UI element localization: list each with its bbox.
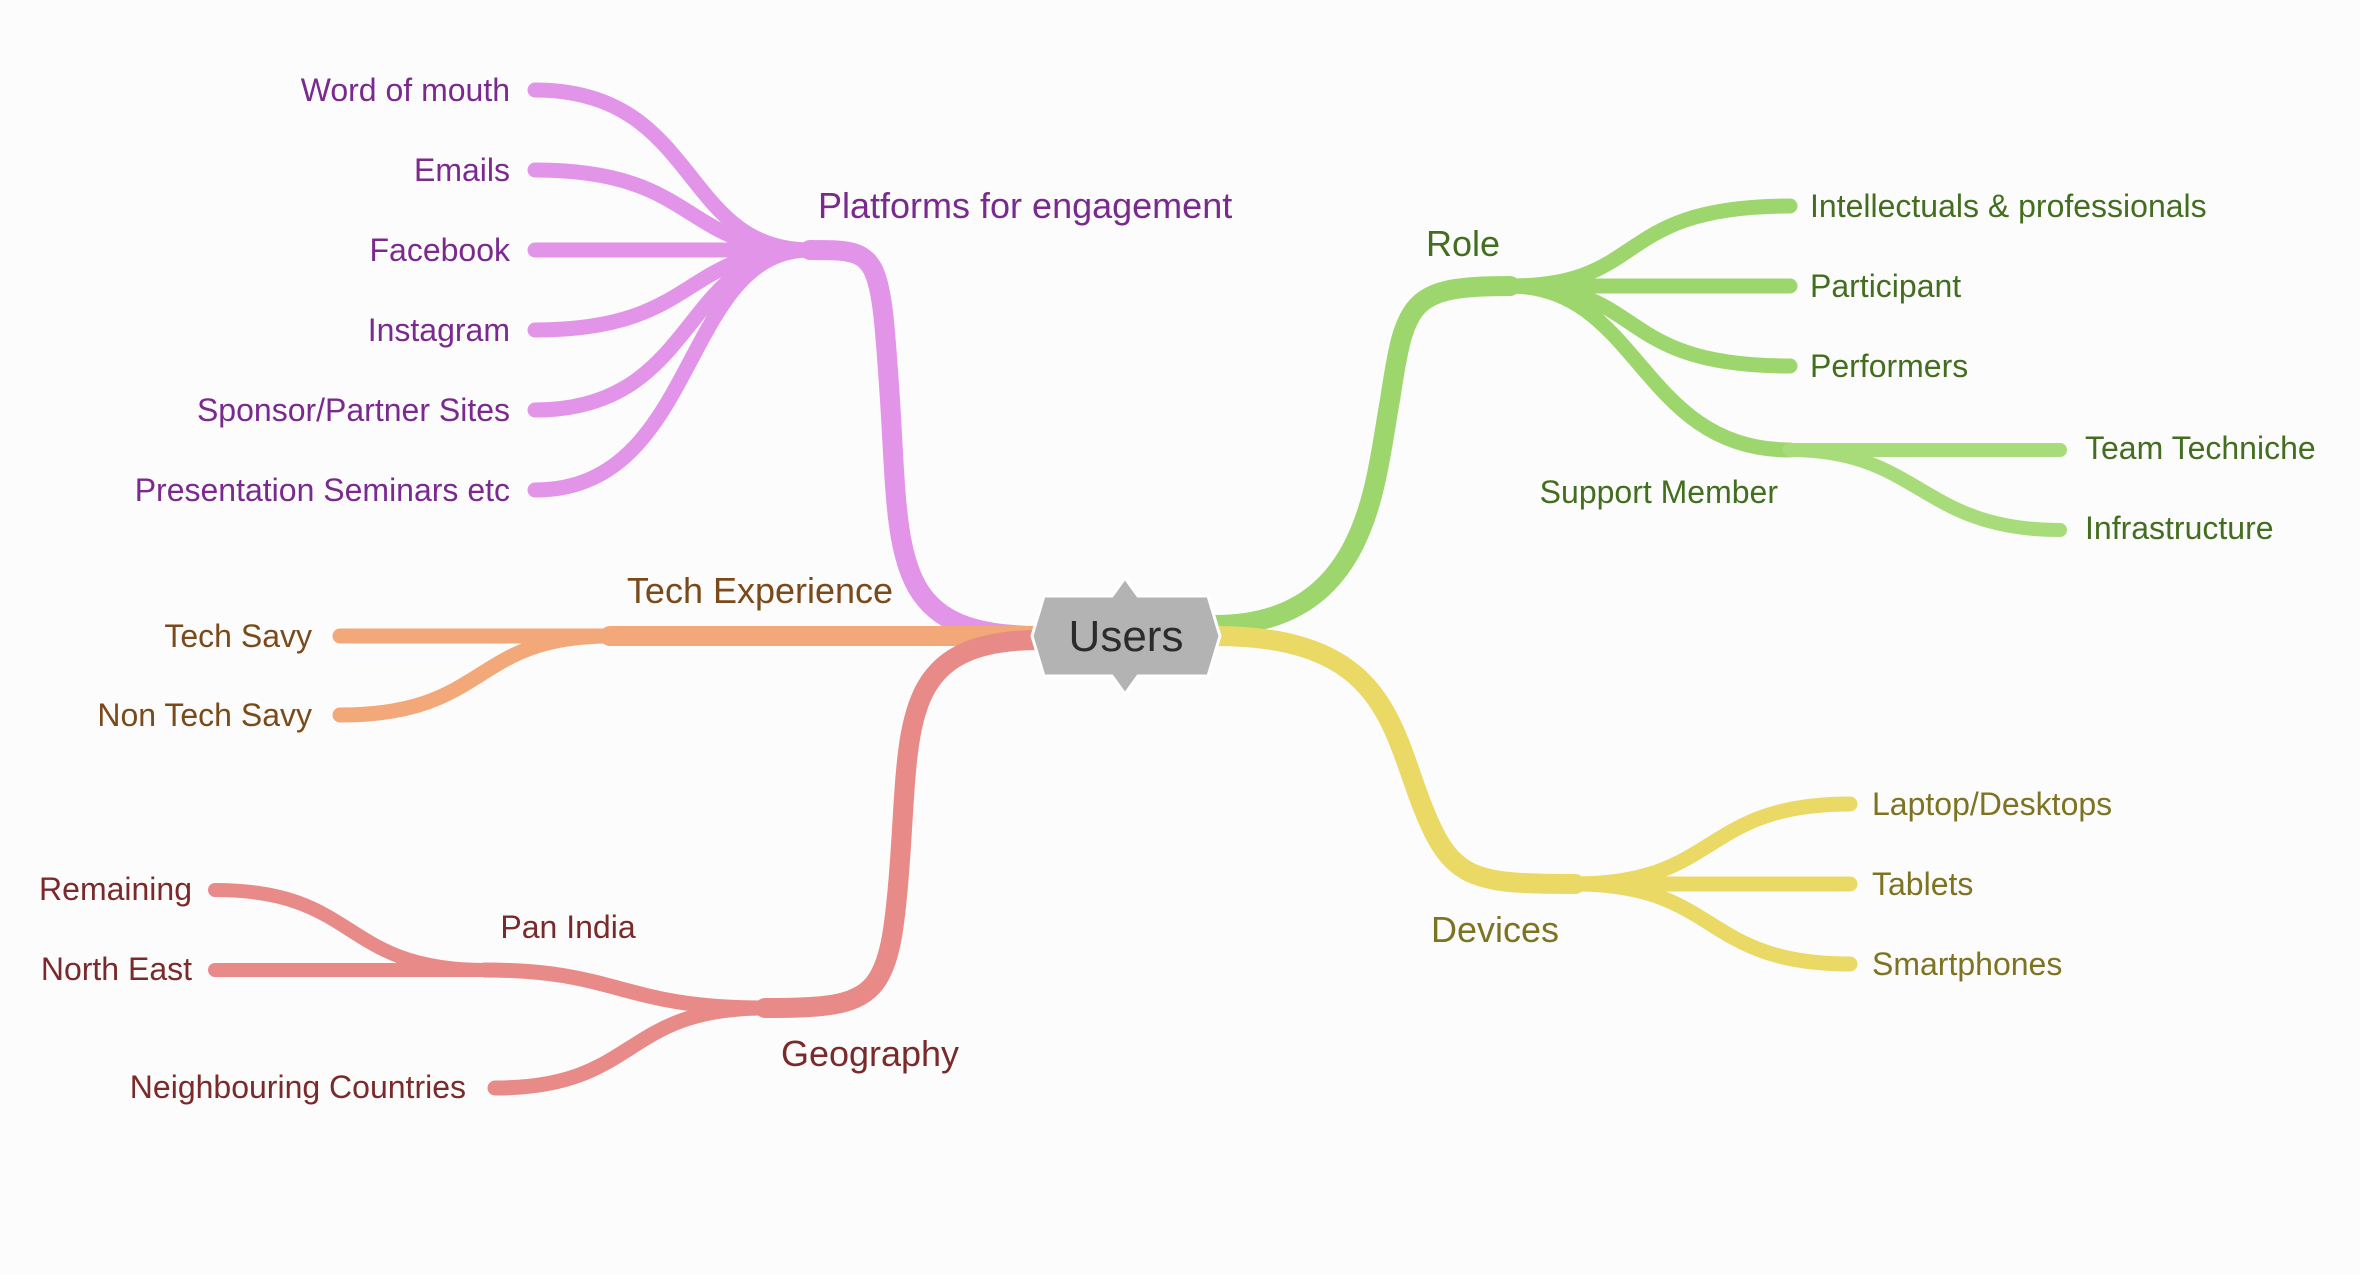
geography-label[interactable]: Geography (781, 1033, 959, 1074)
branch-geography (208, 630, 1050, 1096)
geography-pan-india-label[interactable]: Pan India (500, 909, 635, 945)
role-label[interactable]: Role (1426, 223, 1500, 264)
platforms-item-seminars[interactable]: Presentation Seminars etc (135, 472, 510, 508)
platforms-item-emails[interactable]: Emails (414, 152, 510, 188)
branch-tech (332, 626, 1050, 723)
connector-devices-laptop (1567, 796, 1858, 892)
platforms-item-sponsor-partner[interactable]: Sponsor/Partner Sites (197, 392, 510, 428)
tech-label[interactable]: Tech Experience (627, 570, 893, 611)
support-item-infrastructure[interactable]: Infrastructure (2085, 510, 2274, 546)
role-item-participant[interactable]: Participant (1810, 268, 1961, 304)
center-node-shape (1030, 575, 1222, 697)
role-item-performers[interactable]: Performers (1810, 348, 1968, 384)
center-node-label: Users (1069, 612, 1184, 661)
devices-item-laptop[interactable]: Laptop/Desktops (1872, 786, 2112, 822)
connector-geography-neighbouring (487, 1000, 773, 1096)
branch-platforms (527, 82, 1050, 646)
platforms-item-facebook[interactable]: Facebook (369, 232, 511, 268)
connector-role-intellectuals (1502, 198, 1798, 294)
connector-users-devices (1205, 626, 1585, 894)
connector-users-role (1205, 276, 1520, 635)
branch-devices (1205, 626, 1858, 972)
platforms-item-instagram[interactable]: Instagram (368, 312, 510, 348)
geography-item-neighbouring[interactable]: Neighbouring Countries (130, 1069, 466, 1105)
center-node[interactable]: Users (1030, 575, 1222, 697)
tech-item-non-tech-savy[interactable]: Non Tech Savy (97, 697, 312, 733)
branch-role (1205, 198, 2067, 635)
connector-geography-pan-india (477, 962, 773, 1016)
devices-item-smartphones[interactable]: Smartphones (1872, 946, 2062, 982)
connector-pan-india-remaining (208, 883, 492, 977)
connector-users-platforms (800, 240, 1050, 646)
connector-platforms-seminars (527, 242, 818, 498)
connector-support-infrastructure (1783, 443, 2067, 537)
connector-devices-smartphones (1567, 876, 1858, 972)
pan-india-item-north-east[interactable]: North East (41, 951, 192, 987)
connector-users-geography (755, 630, 1050, 1018)
tech-item-tech-savy[interactable]: Tech Savy (164, 618, 312, 654)
role-item-intellectuals[interactable]: Intellectuals & professionals (1810, 188, 2207, 224)
devices-item-tablets[interactable]: Tablets (1872, 866, 1973, 902)
connector-tech-non-savy (332, 628, 618, 723)
pan-india-item-remaining[interactable]: Remaining (39, 871, 192, 907)
platforms-item-word-of-mouth[interactable]: Word of mouth (301, 72, 510, 108)
connector-role-support (1502, 278, 1798, 458)
platforms-label[interactable]: Platforms for engagement (818, 185, 1232, 226)
role-support-member-label[interactable]: Support Member (1540, 474, 1779, 510)
devices-label[interactable]: Devices (1431, 909, 1559, 950)
support-item-team-techniche[interactable]: Team Techniche (2085, 430, 2316, 466)
